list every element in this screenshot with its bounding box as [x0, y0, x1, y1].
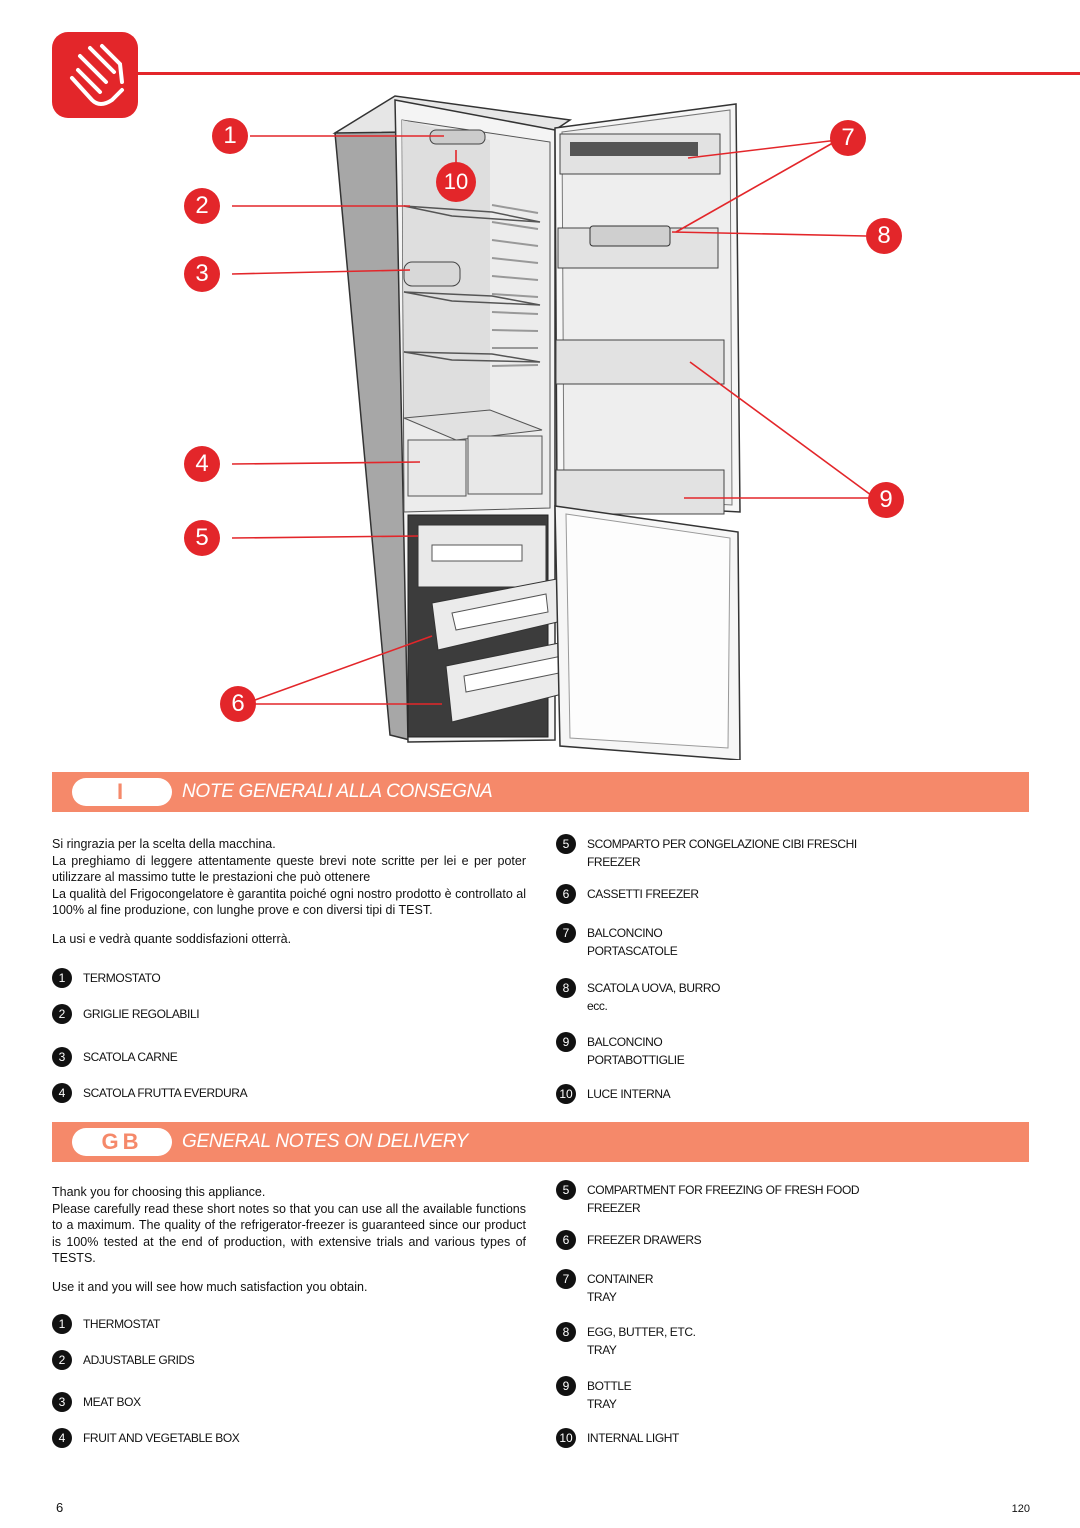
italian-banner: I NOTE GENERALI ALLA CONSEGNA [52, 772, 1029, 812]
legend-number: 10 [556, 1084, 576, 1104]
italian-intro: Si ringrazia per la scelta della macchin… [52, 836, 526, 947]
section-title: NOTE GENERALI ALLA CONSEGNA [182, 781, 493, 802]
legend-number: 3 [52, 1392, 72, 1412]
intro-paragraph: La usi e vedrà quante soddisfazioni otte… [52, 931, 292, 946]
legend-label: COMPARTMENT FOR FREEZING OF FRESH FOOD [587, 1183, 860, 1197]
language-code: GB [72, 1128, 172, 1156]
legend-number: 2 [52, 1004, 72, 1024]
legend-label: TERMOSTATO [83, 971, 161, 985]
callout-9: 9 [868, 482, 904, 518]
legend-number: 8 [556, 978, 576, 998]
callout-4: 4 [184, 446, 220, 482]
legend-number: 8 [556, 1322, 576, 1342]
legend-number: 5 [556, 834, 576, 854]
page-number: 6 [56, 1500, 64, 1515]
legend-label: LUCE INTERNA [587, 1087, 671, 1101]
intro-paragraph: La preghiamo di leggere attentamente que… [52, 853, 526, 885]
legend-number: 6 [556, 884, 576, 904]
legend-label: SCOMPARTO PER CONGELAZIONE CIBI FRESCHI [587, 837, 857, 851]
legend-label: BOTTLE [587, 1379, 632, 1393]
legend-label: EGG, BUTTER, ETC. [587, 1325, 696, 1339]
legend-label: MEAT BOX [83, 1395, 141, 1409]
legend-label: CASSETTI FREEZER [587, 887, 699, 901]
legend-label: GRIGLIE REGOLABILI [83, 1007, 200, 1021]
intro-paragraph: La qualità del Frigocongelatore è garant… [52, 886, 526, 918]
legend-label-2: FREEZER [587, 1201, 641, 1215]
legend-label: SCATOLA CARNE [83, 1050, 178, 1064]
callout-8: 8 [866, 218, 902, 254]
legend-label-2: PORTASCATOLE [587, 944, 678, 958]
page-code: 120 [1011, 1503, 1030, 1515]
legend-number: 9 [556, 1376, 576, 1396]
legend-label: INTERNAL LIGHT [587, 1431, 679, 1445]
section-title: GENERAL NOTES ON DELIVERY [182, 1131, 469, 1152]
header-rule [130, 72, 1080, 75]
legend-number: 2 [52, 1350, 72, 1370]
intro-paragraph: Si ringrazia per la scelta della macchin… [52, 837, 276, 851]
callout-3: 3 [184, 256, 220, 292]
english-banner: GB GENERAL NOTES ON DELIVERY [52, 1122, 1029, 1162]
legend-number: 10 [556, 1428, 576, 1448]
legend-label: FREEZER DRAWERS [587, 1233, 702, 1247]
legend-label: THERMOSTAT [83, 1317, 160, 1331]
legend-label: SCATOLA UOVA, BURRO [587, 981, 721, 995]
english-intro: Thank you for choosing this appliance. P… [52, 1184, 526, 1295]
callout-1: 1 [212, 118, 248, 154]
legend-number: 9 [556, 1032, 576, 1052]
legend-number: 7 [556, 1269, 576, 1289]
legend-label-2: ecc. [587, 999, 608, 1013]
callout-10: 10 [436, 162, 476, 202]
intro-paragraph: Please carefully read these short notes … [52, 1201, 526, 1266]
legend-label-2: TRAY [587, 1397, 617, 1411]
intro-paragraph: Thank you for choosing this appliance. [52, 1185, 266, 1199]
legend-label: CONTAINER [587, 1272, 654, 1286]
legend-label: ADJUSTABLE GRIDS [83, 1353, 195, 1367]
callout-5: 5 [184, 520, 220, 556]
legend-label-2: TRAY [587, 1343, 617, 1357]
legend-label-2: PORTABOTTIGLIE [587, 1053, 685, 1067]
legend-number: 1 [52, 968, 72, 988]
callout-7: 7 [830, 120, 866, 156]
legend-label: BALCONCINO [587, 926, 663, 940]
legend-label: SCATOLA FRUTTA EVERDURA [83, 1086, 248, 1100]
legend-label-2: FREEZER [587, 855, 641, 869]
hand-icon [52, 32, 138, 118]
legend-number: 3 [52, 1047, 72, 1067]
fridge-diagram [231, 95, 876, 760]
legend-number: 4 [52, 1083, 72, 1103]
callout-6: 6 [220, 686, 256, 722]
legend-label: BALCONCINO [587, 1035, 663, 1049]
intro-paragraph: Use it and you will see how much satisfa… [52, 1279, 368, 1294]
language-code: I [72, 778, 172, 806]
legend-number: 7 [556, 923, 576, 943]
legend-label: FRUIT AND VEGETABLE BOX [83, 1431, 240, 1445]
legend-label-2: TRAY [587, 1290, 617, 1304]
legend-number: 4 [52, 1428, 72, 1448]
legend-number: 6 [556, 1230, 576, 1250]
legend-number: 5 [556, 1180, 576, 1200]
legend-number: 1 [52, 1314, 72, 1334]
callout-2: 2 [184, 188, 220, 224]
